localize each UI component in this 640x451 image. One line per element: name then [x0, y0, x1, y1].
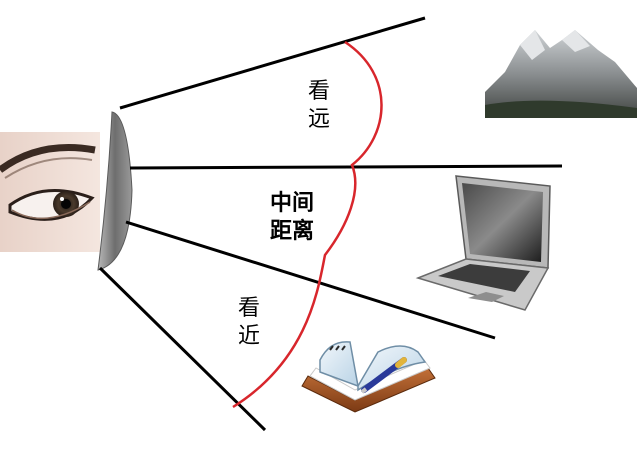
far-zone-label: 看 远: [308, 78, 332, 133]
lens-icon: [97, 111, 133, 271]
far-label-line-2: 远: [308, 106, 331, 132]
near-zone-label: 看 近: [238, 295, 262, 350]
pen-icon: [360, 357, 407, 394]
middle-zone-label: 中间 距离: [270, 190, 330, 245]
middle-label-line-1: 中间: [270, 191, 315, 216]
middle-label-line-2: 距离: [270, 218, 315, 244]
focus-curve: [232, 40, 383, 409]
eye-icon: [0, 132, 100, 252]
mountain-icon: [485, 30, 637, 118]
book-icon: [301, 341, 436, 413]
middle-upper-line: [129, 164, 563, 170]
near-label-line-2: 近: [238, 323, 261, 349]
far-label-line-1: 看: [308, 79, 331, 104]
far-upper-line: [119, 16, 426, 110]
near-label-line-1: 看: [238, 296, 261, 321]
laptop-icon: [415, 175, 551, 311]
middle-lower-line: [125, 220, 496, 340]
